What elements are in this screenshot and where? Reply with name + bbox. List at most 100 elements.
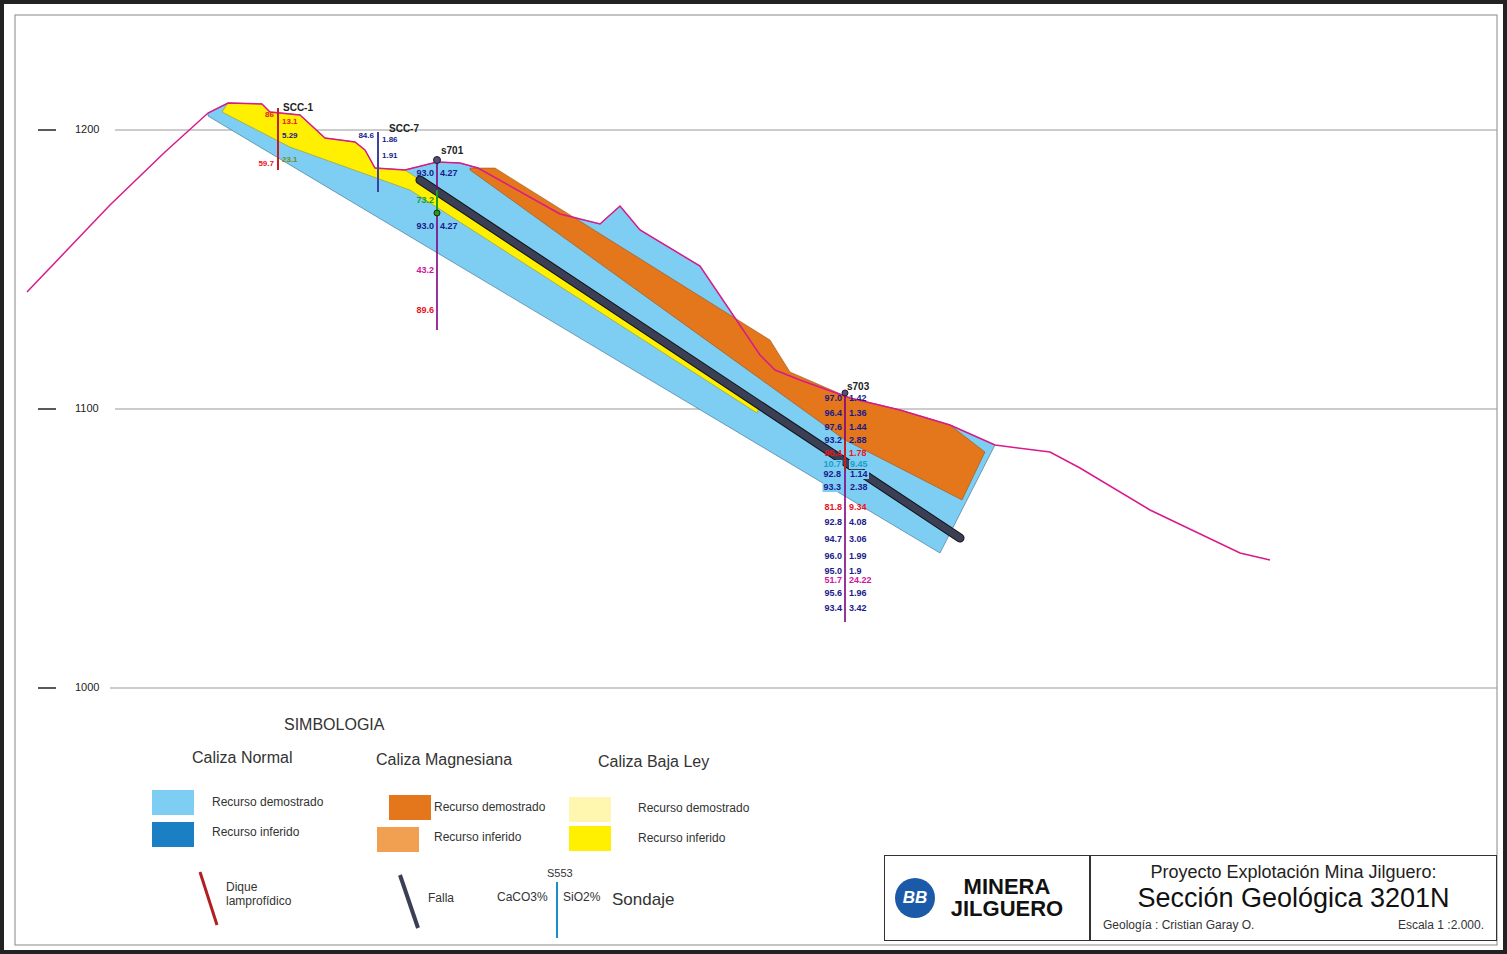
assay-value: 3.42: [849, 604, 867, 613]
drill-collar: [434, 157, 441, 164]
legend-swatch: [569, 826, 611, 851]
assay-value: 1.86: [382, 136, 398, 144]
project-title: Proyecto Explotación Mina Jilguero:: [1103, 862, 1484, 883]
assay-value: 1.42: [849, 394, 867, 403]
assay-value: 13.1: [282, 118, 298, 126]
assay-value: 24.22: [849, 576, 872, 585]
drill-hole: [436, 160, 438, 330]
legend-text: Recurso demostrado: [212, 796, 323, 810]
assay-value: 10.7: [822, 460, 842, 469]
assay-value: 23.1: [282, 156, 298, 164]
legend-text: Recurso inferido: [638, 832, 725, 846]
elevation-gridline: [115, 130, 1497, 131]
drillhole-name: SCC-1: [283, 103, 313, 113]
assay-value: 94.7: [824, 535, 842, 544]
dike-legend-line: [200, 872, 217, 925]
legend-sample-text: S553: [547, 868, 573, 879]
assay-value: 2.38: [849, 483, 869, 492]
inner-frame: [15, 15, 1497, 945]
assay-value: 95.4: [824, 449, 842, 458]
legend-heading: Caliza Normal: [192, 750, 292, 766]
fault-outline: [420, 180, 960, 538]
assay-value: 73.2: [416, 196, 434, 205]
assay-value: 92.8: [822, 470, 842, 479]
assay-value: 4.27: [440, 222, 458, 231]
drillhole-name: s701: [441, 146, 463, 156]
ground-profile: [27, 103, 1270, 560]
fault-line: [420, 180, 960, 538]
fault-legend-line: [400, 875, 418, 928]
legend-swatch: [377, 827, 419, 852]
elevation-label: 1000: [75, 682, 99, 693]
assay-value: 4.08: [849, 518, 867, 527]
drillhole-name: s703: [847, 382, 869, 392]
assay-value: 9.45: [849, 460, 869, 469]
drillhole-legend-line: [556, 882, 558, 938]
assay-value: 95.6: [824, 589, 842, 598]
assay-value: 1.44: [849, 423, 867, 432]
elevation-tick: [38, 408, 56, 410]
title-box: Proyecto Explotación Mina Jilguero:Secci…: [1090, 855, 1497, 941]
legend-text: Recurso inferido: [434, 831, 521, 845]
assay-value: 93.2: [824, 436, 842, 445]
assay-value: 5.29: [282, 132, 298, 140]
elevation-gridline: [110, 688, 1497, 689]
assay-value: 93.4: [824, 604, 842, 613]
assay-value: 93.0: [416, 169, 434, 178]
assay-value: 1.91: [382, 152, 398, 160]
assay-value: 43.2: [416, 266, 434, 275]
assay-value: 81.8: [824, 503, 842, 512]
logo-mark: BB: [895, 878, 935, 918]
legend-sample-text: SiO2%: [563, 891, 600, 903]
assay-value: 1.99: [849, 552, 867, 561]
legend-text: Recurso demostrado: [638, 802, 749, 816]
drill-hole: [277, 108, 279, 170]
assay-value: 51.7: [824, 576, 842, 585]
assay-value: 2.88: [849, 436, 867, 445]
low-grade-limestone-layer: [222, 103, 760, 413]
assay-value: 9.34: [849, 503, 867, 512]
legend-text: Recurso inferido: [212, 826, 299, 840]
assay-value: 59.7: [258, 160, 274, 168]
assay-value: 1.9: [849, 567, 862, 576]
company-name: MINERA JILGUERO: [947, 876, 1067, 920]
legend-text: Sondaje: [612, 890, 674, 910]
assay-value: 96.0: [824, 552, 842, 561]
drill-hole: [844, 393, 846, 622]
assay-value: 95.0: [824, 567, 842, 576]
elevation-label: 1100: [75, 403, 99, 414]
legend-heading: SIMBOLOGIA: [284, 717, 384, 733]
assay-value: 96.4: [824, 409, 842, 418]
drillhole-name: SCC-7: [389, 124, 419, 134]
assay-value: 3.06: [849, 535, 867, 544]
title-footer-row: Geología : Cristian Garay O.Escala 1 :2.…: [1103, 918, 1484, 932]
logo-box: BB MINERA JILGUERO: [884, 855, 1090, 941]
legend-swatch: [152, 822, 194, 847]
assay-value: 1.36: [849, 409, 867, 418]
assay-value: 93.0: [416, 222, 434, 231]
assay-value: 89.6: [416, 306, 434, 315]
author-note: Geología : Cristian Garay O.: [1103, 918, 1254, 932]
legend-swatch: [389, 795, 431, 820]
drill-hole-interval: [844, 440, 846, 470]
assay-value: 4.27: [440, 169, 458, 178]
normal-limestone-body: [208, 103, 995, 553]
assay-value: 1.14: [849, 470, 869, 479]
legend-sample-text: CaCO3%: [497, 891, 548, 903]
elevation-tick: [38, 129, 56, 131]
assay-value: 84.6: [358, 132, 374, 140]
drill-marker: [434, 210, 440, 216]
legend-swatch: [569, 797, 611, 822]
assay-value: 97.0: [824, 394, 842, 403]
elevation-label: 1200: [75, 124, 99, 135]
assay-value: 86: [265, 111, 274, 119]
legend-swatch: [152, 790, 194, 815]
legend-heading: Caliza Magnesiana: [376, 752, 512, 768]
legend-heading: Caliza Baja Ley: [598, 754, 709, 770]
assay-value: 1.78: [849, 449, 867, 458]
drill-hole: [377, 132, 379, 192]
assay-value: 1.96: [849, 589, 867, 598]
